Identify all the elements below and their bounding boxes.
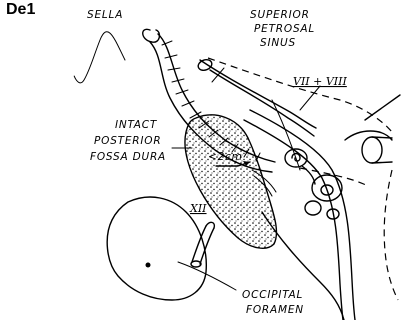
foramen-dot [146, 263, 151, 268]
label-sinus-2: PETROSAL [254, 23, 315, 35]
label-measurement: <2cm [208, 151, 243, 163]
label-intact-2: POSTERIOR [94, 135, 161, 147]
posterior-fossa-dura [185, 115, 277, 248]
dashed-outline-upper [208, 58, 392, 132]
sella-pointer [74, 32, 125, 83]
label-xii: XII [189, 202, 207, 215]
sigmoid-structure [345, 95, 400, 163]
label-sinus-1: SUPERIOR [250, 9, 310, 21]
dashed-outline-right [384, 170, 398, 300]
label-occipital-1: OCCIPITAL [242, 289, 303, 301]
hypoglossal-nerve [191, 222, 214, 267]
label-occipital-2: FORAMEN [246, 304, 304, 316]
label-intact-3: FOSSA DURA [90, 151, 166, 163]
label-sella: SELLA [87, 9, 123, 21]
label-intact-1: INTACT [115, 119, 158, 131]
label-vii-viii: VII + VIII [293, 75, 347, 88]
sinus-pointer [212, 68, 224, 82]
inner-ear-structure [285, 149, 342, 219]
label-sinus-3: SINUS [260, 37, 296, 49]
